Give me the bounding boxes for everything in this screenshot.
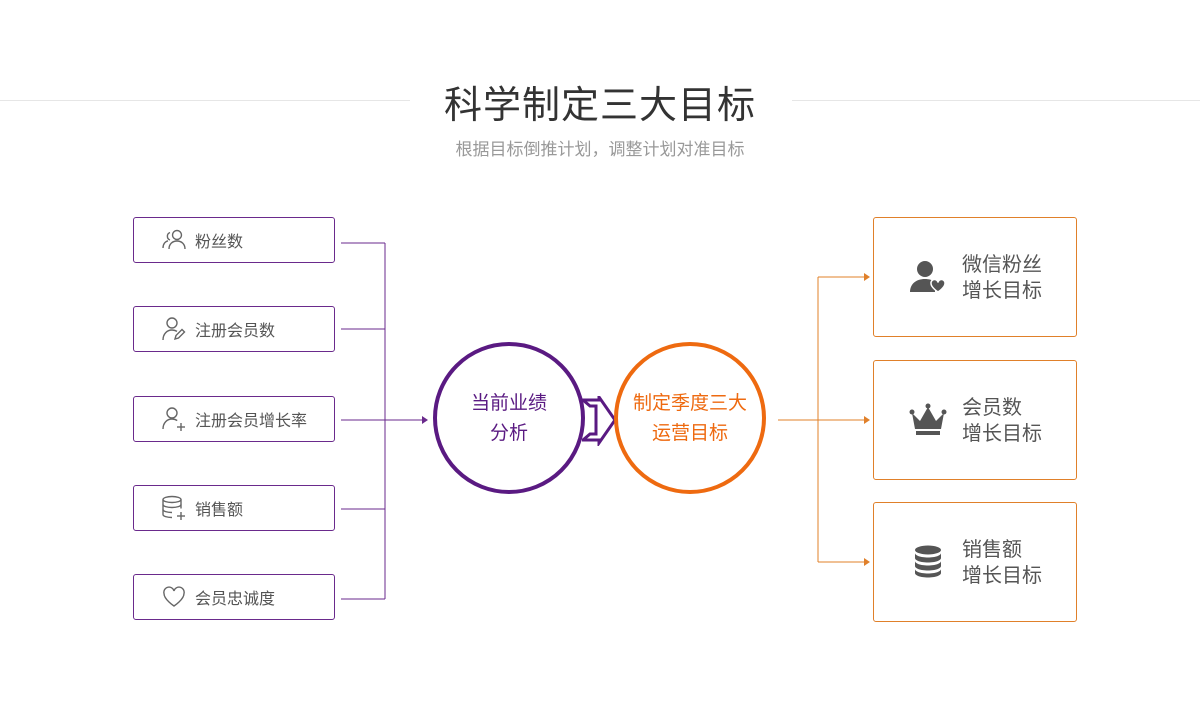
plan-line2: 运营目标 [651,422,728,444]
left-item-label: 注册会员数 [195,321,276,340]
analysis-circle: 当前业绩 分析 [433,342,585,494]
plan-line1: 制定季度三大 [632,392,747,414]
left-item-fans: 粉丝数 [133,217,335,263]
page-subtitle: 根据目标倒推计划，调整计划对准目标 [455,140,745,160]
left-item-registered-members: 注册会员数 [133,306,335,352]
right-item-line2: 增长目标 [962,421,1042,445]
left-item-label: 会员忠诚度 [195,589,276,608]
plan-circle: 制定季度三大 运营目标 [614,342,766,494]
left-item-member-loyalty: 会员忠诚度 [133,574,335,620]
left-item-sales: 销售额 [133,485,335,531]
left-item-label: 粉丝数 [195,232,244,251]
right-item-line1: 销售额 [962,537,1022,561]
title-divider-left [0,100,410,101]
crown-icon [908,400,948,440]
right-item-member-goal: 会员数 增长目标 [873,360,1077,480]
right-arrowhead-1 [864,273,870,281]
title-divider-right [792,100,1200,101]
right-item-sales-goal: 销售额 增长目标 [873,502,1077,622]
user-heart-icon [908,257,948,297]
database-add-icon [161,495,187,521]
coins-stack-icon [908,542,948,582]
heart-icon [161,584,187,610]
user-add-icon [161,406,187,432]
right-item-line1: 会员数 [962,395,1022,419]
flow-arrow [582,396,617,446]
left-item-member-growth-rate: 注册会员增长率 [133,396,335,442]
left-arrowhead [422,416,428,424]
right-item-line2: 增长目标 [962,278,1042,302]
analysis-line2: 分析 [489,422,528,444]
right-item-line2: 增长目标 [962,563,1042,587]
users-icon [161,227,187,253]
left-item-label: 销售额 [195,500,244,519]
right-item-wechat-fans-goal: 微信粉丝 增长目标 [873,217,1077,337]
right-item-line1: 微信粉丝 [962,252,1042,276]
analysis-line1: 当前业绩 [470,392,547,414]
user-edit-icon [161,316,187,342]
left-item-label: 注册会员增长率 [195,411,308,430]
page-title: 科学制定三大目标 [443,83,756,127]
right-arrowhead-3 [864,558,870,566]
right-arrowhead-2 [864,416,870,424]
